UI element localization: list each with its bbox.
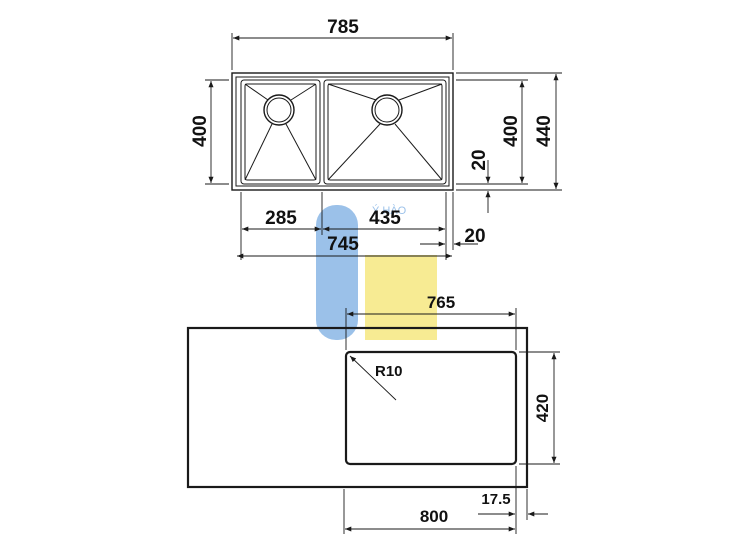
dim-bowl-depth-left: 400 xyxy=(190,79,229,185)
dim-offset-side: 20 xyxy=(420,192,486,250)
sink-outer-rim xyxy=(231,72,454,191)
label-17-5: 17.5 xyxy=(481,491,510,508)
top-view: 785 400 400 440 20 xyxy=(190,17,562,260)
label-745: 745 xyxy=(327,234,359,255)
dim-bowl-widths: 285 435 xyxy=(240,192,447,260)
dim-side-offset: 17.5 xyxy=(478,489,548,520)
dim-overall-width: 785 xyxy=(231,17,454,70)
label-400-right: 400 xyxy=(501,115,522,147)
label-20-vertical: 20 xyxy=(469,149,490,170)
label-435: 435 xyxy=(369,208,401,229)
sink-inner-rim xyxy=(235,76,450,187)
dim-inner-total: 745 xyxy=(237,234,452,259)
dim-cutout-width: 765 xyxy=(345,293,517,350)
right-drain xyxy=(371,94,403,126)
label-20-horizontal: 20 xyxy=(464,226,485,247)
left-bowl xyxy=(240,79,321,185)
dim-cutout-depth: 420 xyxy=(519,351,560,465)
watermark-logo: Ý HÀO xyxy=(316,204,437,340)
label-420: 420 xyxy=(533,394,552,422)
label-785: 785 xyxy=(327,17,359,38)
label-400-left: 400 xyxy=(190,115,211,147)
label-800: 800 xyxy=(420,507,448,526)
label-r10: R10 xyxy=(375,363,403,380)
label-440: 440 xyxy=(534,115,555,147)
dim-bowl-depth-right: 400 xyxy=(456,79,528,185)
cutout-outline xyxy=(344,350,518,466)
left-drain xyxy=(263,94,295,126)
label-765: 765 xyxy=(427,293,455,312)
watermark-text: Ý HÀO xyxy=(372,204,407,217)
right-bowl xyxy=(323,79,447,185)
dim-cabinet-width: 800 xyxy=(343,466,517,534)
dim-corner-radius: R10 xyxy=(349,355,403,401)
dim-offset-back: 20 xyxy=(456,149,494,213)
label-285: 285 xyxy=(265,208,297,229)
countertop-outline xyxy=(186,326,529,489)
bottom-view: 765 R10 420 800 17.5 xyxy=(186,293,560,534)
